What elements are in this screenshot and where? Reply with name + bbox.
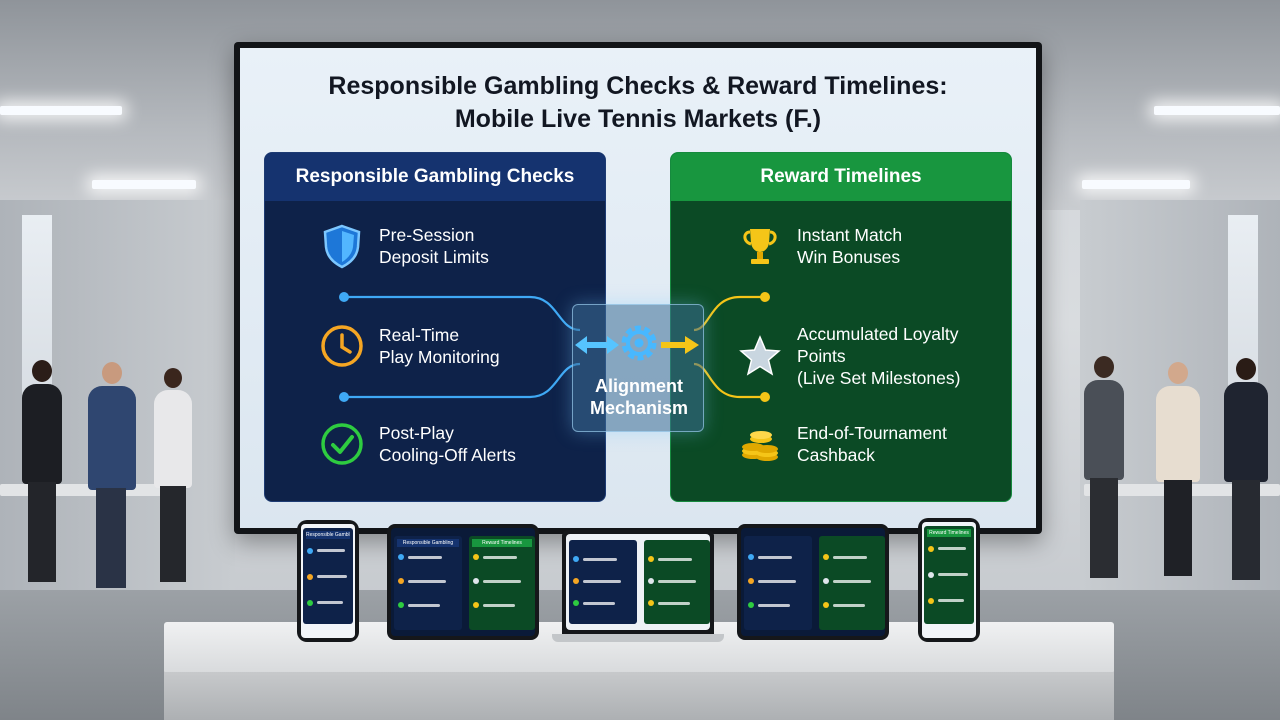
connector-dot xyxy=(760,392,770,402)
ceiling-light xyxy=(92,180,196,189)
mini-heading: Reward Timelines xyxy=(927,529,971,537)
blue-connector xyxy=(344,362,581,399)
star-icon xyxy=(737,333,783,379)
item-end-of-tournament-cashback: End-of-Tournament Cashback xyxy=(737,421,947,467)
item-label-line: Play Monitoring xyxy=(379,347,500,367)
item-label-line: Accumulated Loyalty Points xyxy=(797,324,959,366)
arrow-right-icon xyxy=(661,336,699,354)
gear-icon xyxy=(621,325,657,361)
item-accumulated-loyalty-points: Accumulated Loyalty Points (Live Set Mil… xyxy=(737,323,1011,389)
item-pre-session-deposit-limits: Pre-Session Deposit Limits xyxy=(319,223,489,269)
display-counter-front xyxy=(164,672,1114,720)
item-real-time-play-monitoring: Real-Time Play Monitoring xyxy=(319,323,500,369)
wall-display: Responsible Gambling Checks & Reward Tim… xyxy=(234,42,1042,534)
trophy-icon xyxy=(737,223,783,269)
person-silhouette xyxy=(1220,358,1272,598)
responsible-gambling-panel: Responsible Gambling Checks Pre-Session … xyxy=(264,152,606,502)
phone-device: Responsible Gambling xyxy=(297,520,359,642)
item-label: Accumulated Loyalty Points (Live Set Mil… xyxy=(797,323,1011,389)
mini-heading: Responsible Gambling xyxy=(397,539,459,547)
item-label-line: Cooling-Off Alerts xyxy=(379,445,516,465)
shield-icon xyxy=(319,223,365,269)
item-label: Post-Play Cooling-Off Alerts xyxy=(379,422,516,466)
connector-dot xyxy=(339,392,349,402)
item-label: Real-Time Play Monitoring xyxy=(379,324,500,368)
person-silhouette xyxy=(84,362,140,602)
item-instant-match-win-bonuses: Instant Match Win Bonuses xyxy=(737,223,902,269)
item-label: End-of-Tournament Cashback xyxy=(797,422,947,466)
connector-lines xyxy=(339,292,770,402)
item-label-line: Pre-Session xyxy=(379,225,475,245)
display-screen: Responsible Gambling Checks & Reward Tim… xyxy=(240,48,1036,528)
item-label: Pre-Session Deposit Limits xyxy=(379,224,489,268)
alignment-label-line: Alignment xyxy=(595,376,683,396)
panel-heading: Reward Timelines xyxy=(671,153,1011,201)
item-label-line: Deposit Limits xyxy=(379,247,489,267)
reward-timelines-panel: Reward Timelines Instant Match Win Bonus… xyxy=(670,152,1012,502)
title-line-2: Mobile Live Tennis Markets (F.) xyxy=(454,105,822,133)
person-silhouette xyxy=(150,368,196,600)
laptop-base xyxy=(552,634,724,642)
page-title: Responsible Gambling Checks & Reward Tim… xyxy=(240,70,1036,136)
ceiling-light xyxy=(1082,180,1190,189)
mini-heading: Reward Timelines xyxy=(472,539,532,547)
laptop-device xyxy=(562,530,714,634)
phone-device: Reward Timelines xyxy=(918,518,980,642)
item-label-line: Real-Time xyxy=(379,325,460,345)
ceiling-light xyxy=(0,106,122,115)
person-silhouette xyxy=(1152,362,1204,594)
connector-dot xyxy=(339,292,349,302)
item-post-play-cooling-off-alerts: Post-Play Cooling-Off Alerts xyxy=(319,421,516,467)
item-label-line: Win Bonuses xyxy=(797,247,901,267)
clock-icon xyxy=(319,323,365,369)
title-line-1: Responsible Gambling Checks & Reward Tim… xyxy=(328,72,948,100)
person-silhouette xyxy=(1080,356,1128,596)
alignment-label-line: Mechanism xyxy=(589,398,689,418)
item-label-line: (Live Set Milestones) xyxy=(797,368,961,388)
panel-heading: Responsible Gambling Checks xyxy=(265,153,605,201)
item-label-line: End-of-Tournament xyxy=(797,423,947,443)
ceiling-light xyxy=(1154,106,1280,115)
check-circle-icon xyxy=(319,421,365,467)
blue-connector xyxy=(344,295,581,332)
alignment-mechanism-box: Alignment Mechanism xyxy=(572,304,704,432)
person-silhouette xyxy=(18,360,68,600)
item-label-line: Cashback xyxy=(797,445,875,465)
tablet-device xyxy=(737,524,889,640)
item-label: Instant Match Win Bonuses xyxy=(797,224,902,268)
item-label-line: Instant Match xyxy=(797,225,903,245)
mini-heading: Responsible Gambling xyxy=(306,531,350,539)
item-label-line: Post-Play xyxy=(379,423,454,443)
double-arrow-icon xyxy=(575,336,619,354)
coins-icon xyxy=(737,421,783,467)
connector-dot xyxy=(760,292,770,302)
alignment-mechanism-label: Alignment Mechanism xyxy=(573,375,705,419)
tablet-device: Responsible Gambling Reward Timelines xyxy=(387,524,539,640)
